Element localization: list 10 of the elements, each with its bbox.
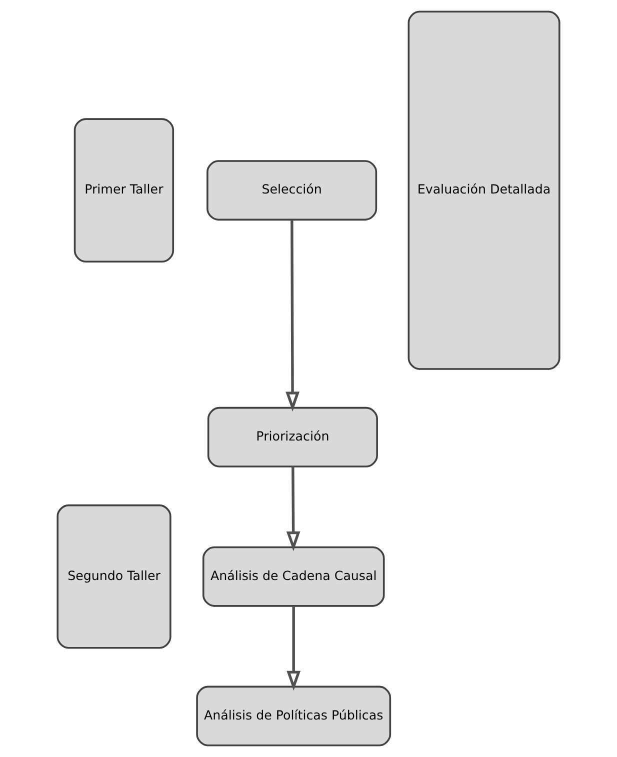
node-box: Segundo Taller <box>56 504 172 649</box>
node-box: Priorización <box>207 406 378 468</box>
arrow <box>286 220 300 412</box>
arrow <box>286 466 300 552</box>
node-box: Selección <box>206 160 378 221</box>
node-box: Análisis de Políticas Públicas <box>196 686 392 746</box>
node-box: Primer Taller <box>74 118 174 263</box>
node-box: Evaluación Detallada <box>408 10 560 370</box>
arrow <box>286 606 301 691</box>
node-box: Análisis de Cadena Causal <box>202 546 385 607</box>
